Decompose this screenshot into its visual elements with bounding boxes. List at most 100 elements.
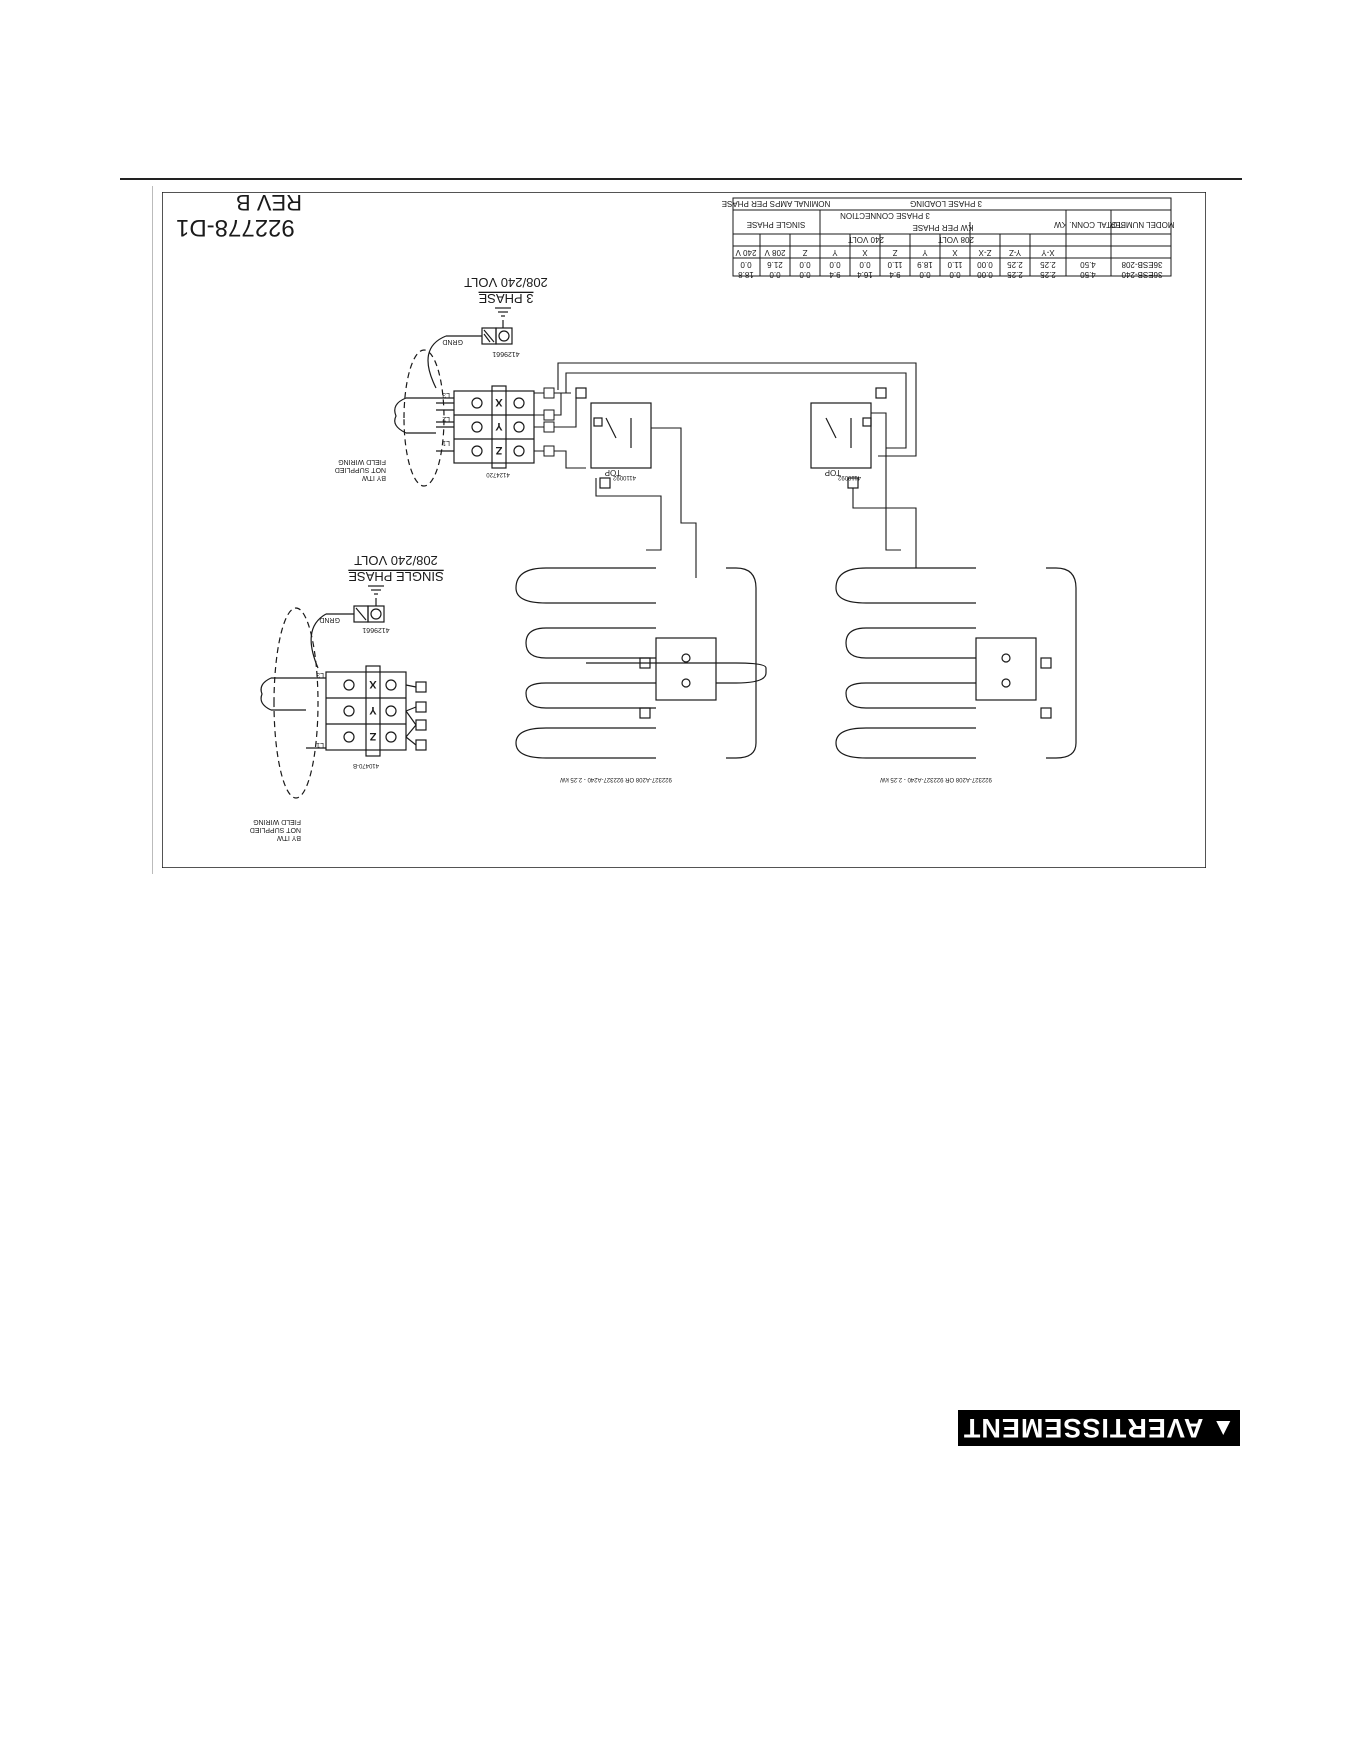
loading-table bbox=[732, 197, 1172, 277]
drawing-frame bbox=[162, 192, 1206, 868]
table-sub-3phase: 3 PHASE CONNECTION bbox=[840, 211, 930, 220]
line-label-l1: L1 bbox=[442, 439, 450, 446]
field-wiring-ellipse-3ph bbox=[403, 349, 445, 487]
field-wiring-1ph-1: FIELD WIRING bbox=[253, 818, 301, 825]
block-part-3ph: 4124720 bbox=[486, 471, 510, 477]
table-phase-col: Z bbox=[892, 248, 897, 257]
table-cell: 36ESB-240 bbox=[1121, 270, 1162, 279]
table-cell: 36ESB-208 bbox=[1121, 260, 1162, 269]
table-phase-col: Y-Z bbox=[1009, 248, 1021, 257]
table-cell: 11.0 bbox=[887, 260, 903, 269]
line-label-1ph-l2: L3 bbox=[316, 671, 324, 678]
table-volt-240: 240 VOLT bbox=[848, 235, 884, 244]
frame-outer-edge bbox=[152, 186, 1213, 874]
switch-1-top: TOP bbox=[605, 468, 621, 477]
field-wiring-3ph-1: FIELD WIRING bbox=[338, 458, 386, 465]
table-volt-208: 208 VOLT bbox=[938, 235, 974, 244]
table-phase-col: X bbox=[862, 248, 868, 257]
table-cell: 0.0 bbox=[919, 270, 931, 279]
single-phase-title-line2: SINGLE PHASE bbox=[348, 569, 444, 584]
table-cell: 16.4 bbox=[857, 270, 873, 279]
table-cell: 0.0 bbox=[949, 270, 961, 279]
table-col-total: TOTAL CONN. KW bbox=[1054, 220, 1122, 229]
ground-symbol-3ph bbox=[427, 307, 513, 389]
terminal-z-3ph: Z bbox=[495, 444, 502, 456]
table-col-kwphase: KW PER PHASE bbox=[913, 223, 974, 232]
heating-element-2 bbox=[835, 567, 1077, 759]
table-phase-col: Y bbox=[922, 248, 928, 257]
heating-element-1 bbox=[515, 567, 767, 759]
three-phase-title-line1: 208/240 VOLT bbox=[464, 275, 548, 290]
table-cell: 2.25 bbox=[1040, 270, 1056, 279]
table-phase-col: 208 V bbox=[764, 248, 786, 257]
cable-1ph bbox=[260, 677, 326, 749]
table-phase-col: Z-X bbox=[978, 248, 992, 257]
field-wiring-1ph-3: BY ITW bbox=[277, 834, 301, 841]
table-header-amps: NOMINAL AMPS PER PHASE bbox=[722, 199, 831, 208]
table-phase-col: Z bbox=[802, 248, 807, 257]
warning-banner: ▲ AVERTISSEMENT bbox=[958, 1410, 1240, 1446]
terminal-y-3ph: Y bbox=[495, 420, 503, 432]
terminal-x-3ph: X bbox=[495, 396, 503, 408]
header-rule bbox=[120, 178, 1242, 180]
drawing-number: 922778-D1 bbox=[176, 214, 295, 241]
element-1-label: 922327-A208 OR 922327-A240 - 2.25 kW bbox=[560, 776, 672, 782]
thermostat-switch-2 bbox=[810, 387, 887, 489]
table-cell: 0.00 bbox=[977, 270, 993, 279]
table-cell: 0.0 bbox=[769, 270, 781, 279]
field-wiring-1ph-2: NOT SUPPLIED bbox=[250, 826, 301, 833]
table-cell: 0.0 bbox=[740, 260, 752, 269]
table-cell: 0.0 bbox=[799, 260, 811, 269]
gnd-label-3ph: GRND bbox=[442, 338, 463, 345]
line-label-l2: L2 bbox=[442, 415, 450, 422]
table-cell: 11.0 bbox=[947, 260, 963, 269]
table-sub-single: SINGLE PHASE bbox=[747, 220, 806, 229]
terminal-x-1ph: X bbox=[369, 678, 377, 690]
element-2-label: 922327-A208 OR 922327-A240 - 2.25 kW bbox=[880, 776, 992, 782]
wiring-diagram: 922778-D1 REV B bbox=[162, 192, 1206, 868]
table-cell: 2.25 bbox=[1007, 260, 1023, 269]
field-wiring-3ph-3: BY ITW bbox=[362, 474, 386, 481]
gnd-label-1ph: GRND bbox=[319, 616, 340, 623]
table-cell: 18.8 bbox=[738, 270, 754, 279]
ground-part-3ph: 4129661 bbox=[492, 350, 519, 357]
table-cell: 0.0 bbox=[799, 270, 811, 279]
table-cell: 9.4 bbox=[889, 270, 901, 279]
switch-2-part: 4110092 bbox=[837, 474, 861, 480]
ground-symbol-1ph bbox=[310, 585, 385, 669]
field-wiring-ellipse-1ph bbox=[273, 607, 319, 799]
field-wiring-3ph-2: NOT SUPPLIED bbox=[335, 466, 386, 473]
table-phase-col: Y bbox=[832, 248, 838, 257]
terminal-z-1ph: Z bbox=[369, 730, 376, 742]
drawing-revision: REV B bbox=[236, 192, 302, 215]
cable-3ph bbox=[394, 397, 454, 434]
ground-part-1ph: 4129661 bbox=[362, 626, 389, 633]
terminal-block-1ph bbox=[325, 665, 427, 757]
line-label-1ph-l1: L1 bbox=[316, 741, 324, 748]
warning-label: AVERTISSEMENT bbox=[962, 1413, 1204, 1444]
switch-1-part: 4110092 bbox=[612, 474, 636, 480]
table-col-model: MODEL NUMBER bbox=[1109, 220, 1174, 229]
table-cell: 21.6 bbox=[767, 260, 783, 269]
table-cell: 0.00 bbox=[977, 260, 993, 269]
table-cell: 18.9 bbox=[917, 260, 933, 269]
line-label-l3: L3 bbox=[442, 391, 450, 398]
block-part-1ph: 410470-B bbox=[353, 762, 379, 768]
table-cell: 0.0 bbox=[859, 260, 871, 269]
table-cell: 2.25 bbox=[1007, 270, 1023, 279]
table-cell: 4.50 bbox=[1080, 260, 1096, 269]
table-rows: X-Y Y-Z Z-X X Y Z X Y Z 208 V 240 V 36ESB-208 4.50 2.… bbox=[735, 248, 1163, 279]
table-cell: 4.50 bbox=[1080, 270, 1096, 279]
table-phase-col: X bbox=[952, 248, 958, 257]
table-phase-col: 240 V bbox=[735, 248, 757, 257]
table-header-loading: 3 PHASE LOADING bbox=[910, 199, 982, 208]
interconnect-wires bbox=[554, 362, 931, 578]
single-phase-title-line1: 208/240 VOLT bbox=[354, 553, 438, 568]
table-cell: 2.25 bbox=[1040, 260, 1056, 269]
table-cell: 9.4 bbox=[829, 270, 841, 279]
terminal-y-1ph: Y bbox=[369, 704, 377, 716]
table-phase-col: X-Y bbox=[1041, 248, 1055, 257]
table-cell: 0.0 bbox=[829, 260, 841, 269]
three-phase-title-line2: 3 PHASE bbox=[478, 291, 533, 306]
